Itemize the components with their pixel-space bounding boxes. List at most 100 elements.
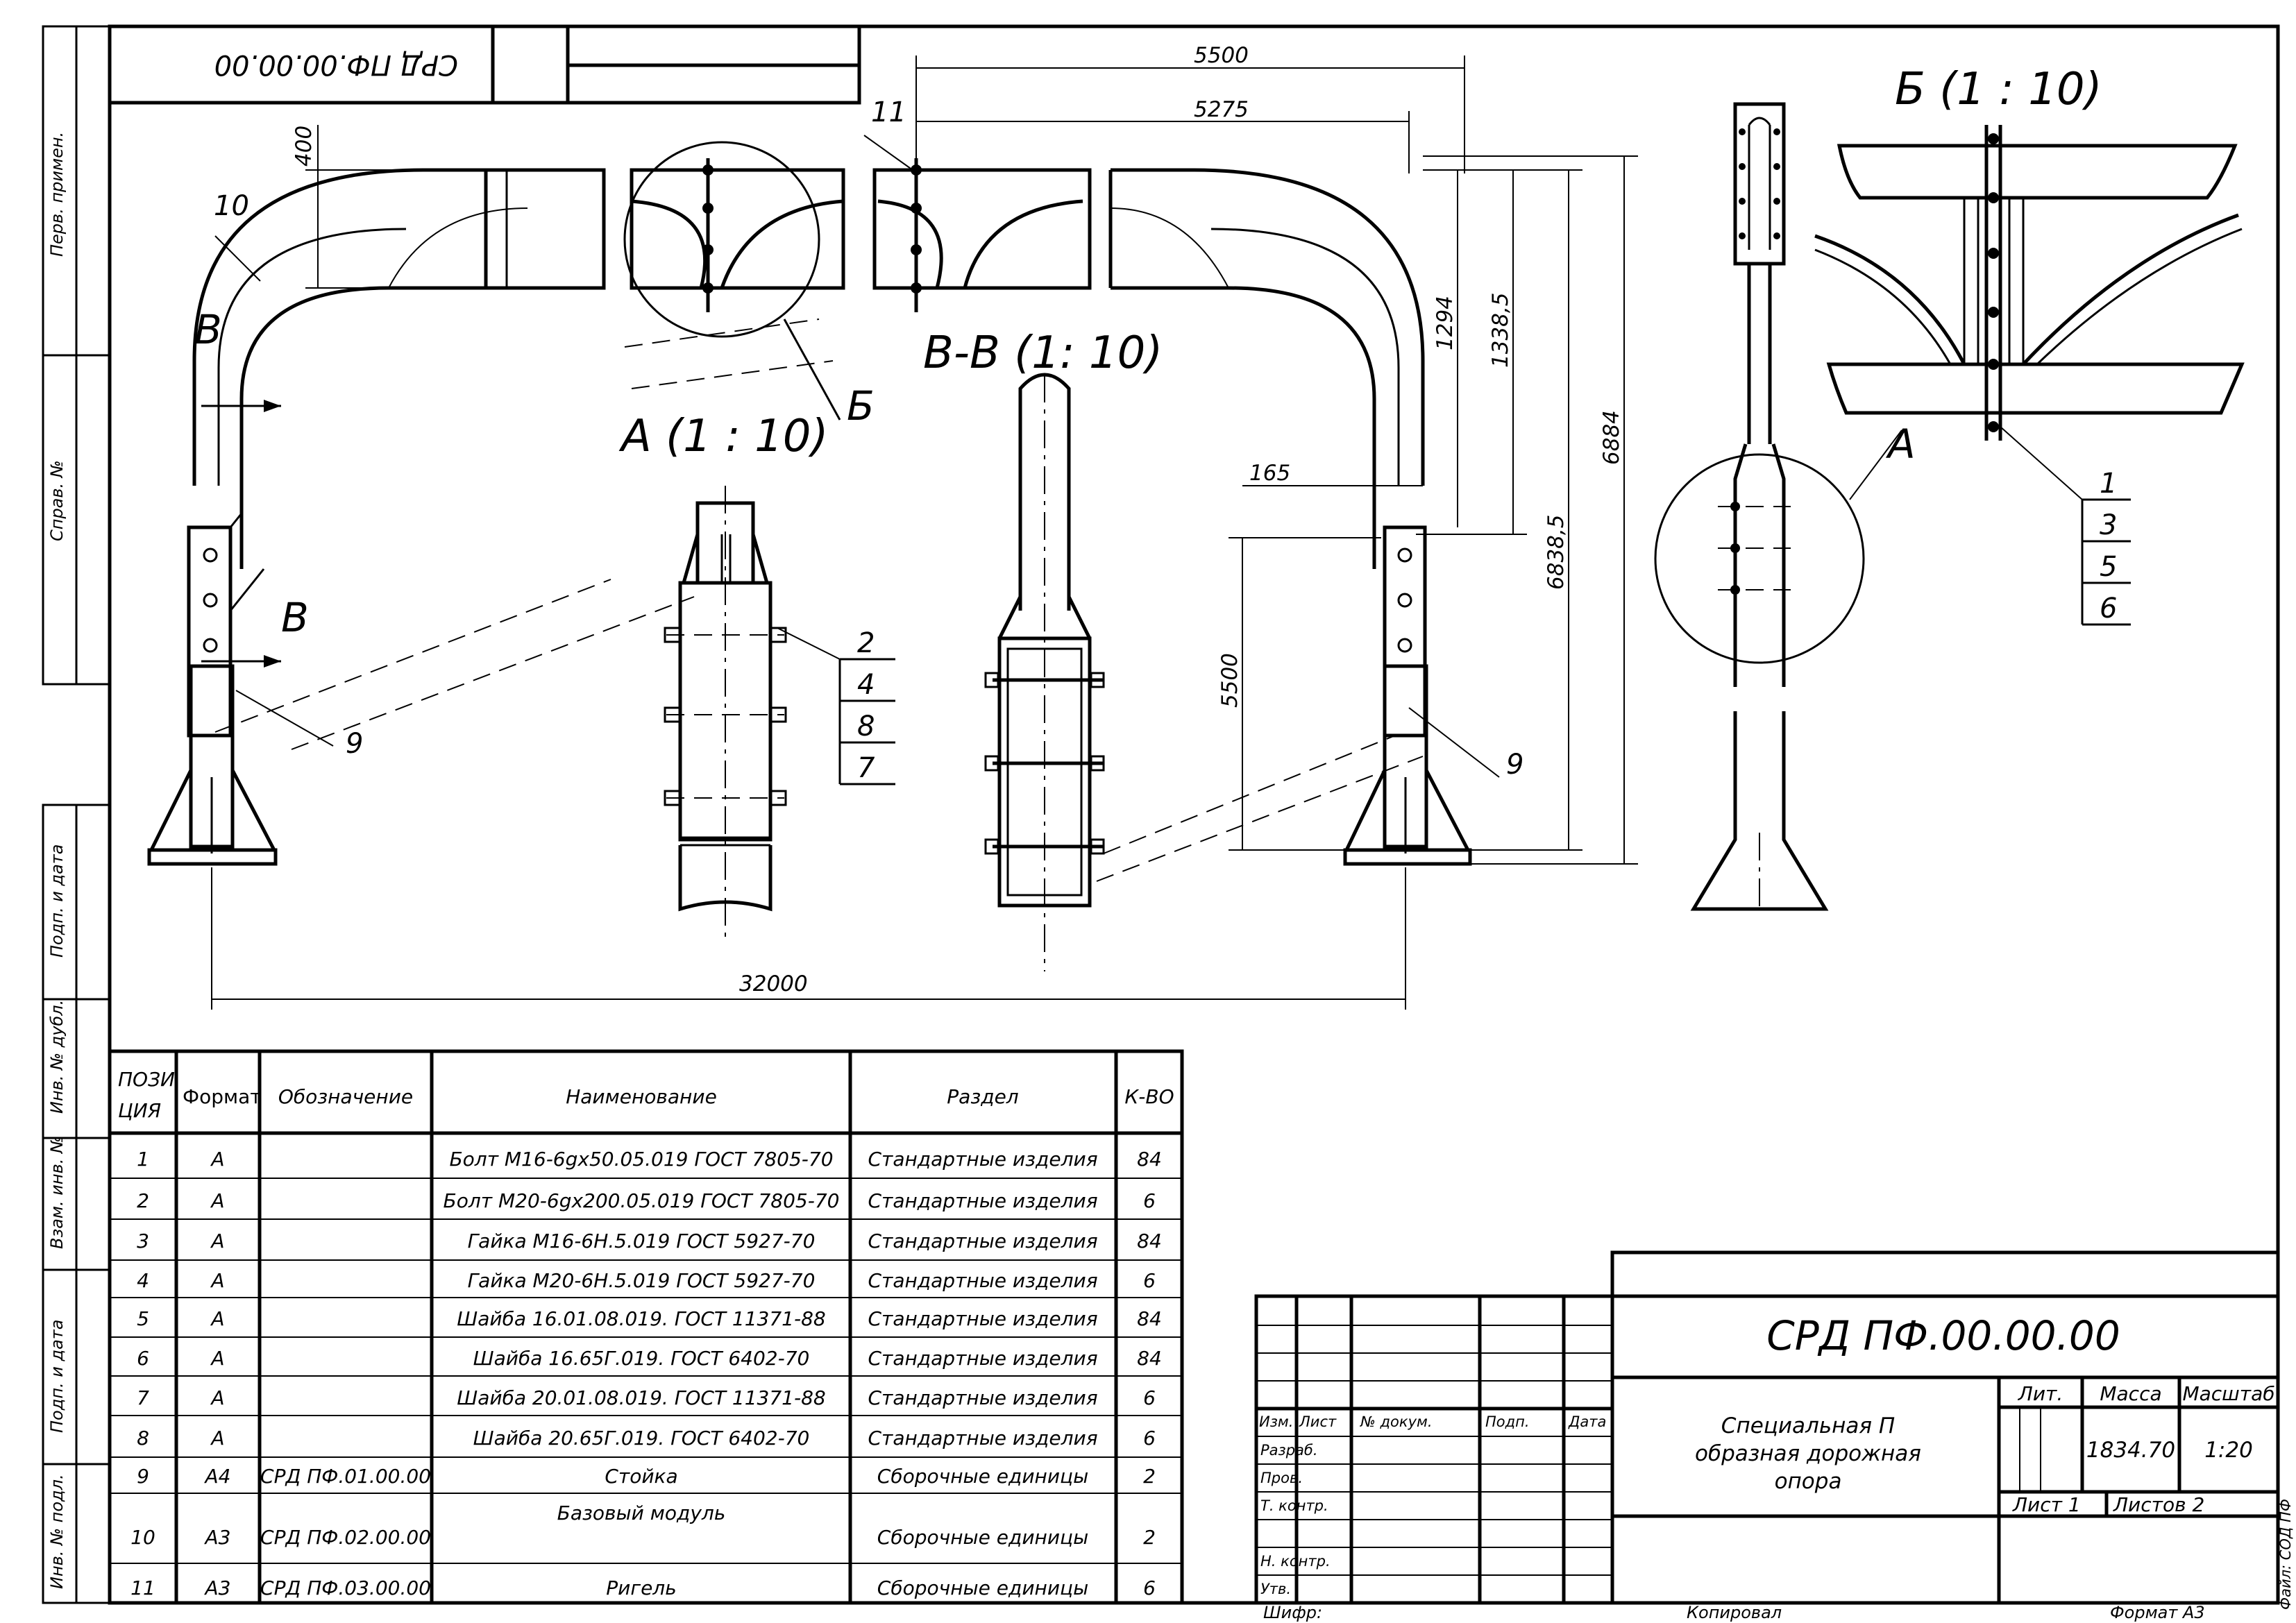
title-tkontr: Т. контр. — [1260, 1497, 1328, 1514]
view-b-pos-3: 3 — [2100, 509, 2117, 541]
title-lit-label: Лит. — [2018, 1382, 2063, 1405]
side-label-sprav: Справ. № — [47, 460, 67, 541]
bom-cell-qty: 6 — [1143, 1269, 1156, 1292]
bom-row: 8 А Шайба 20.65Г.019. ГОСТ 6402-70 Станд… — [137, 1427, 1156, 1450]
view-vv-title: В-В (1: 10) — [923, 328, 1163, 379]
mark-a-label: А — [1885, 420, 1916, 468]
bom-cell-pos: 8 — [137, 1427, 149, 1450]
view-a-pos-4: 4 — [857, 669, 875, 701]
view-b-pos-1: 1 — [2100, 468, 2117, 500]
bom-cell-pos: 7 — [137, 1386, 149, 1409]
bom-row: 3 А Гайка М16-6Н.5.019 ГОСТ 5927-70 Стан… — [137, 1230, 1162, 1252]
dim-5500-top: 5500 — [1194, 43, 1249, 68]
pos-9-right: 9 — [1506, 749, 1523, 781]
dim-400: 400 — [292, 126, 316, 167]
footer-format: Формат А3 — [2110, 1603, 2205, 1622]
title-name-1: Специальная П — [1721, 1413, 1895, 1438]
bom-header-pos-1: ПОЗИ — [118, 1068, 175, 1091]
bom-cell-section: Сборочные единицы — [877, 1526, 1088, 1549]
bom-row: 11 А3 СРД ПФ.03.00.00 Ригель Сборочные е… — [130, 1577, 1156, 1599]
bom-cell-section: Стандартные изделия — [868, 1230, 1097, 1252]
bom-cell-qty: 2 — [1143, 1526, 1156, 1549]
bom-header-pos-2: ЦИЯ — [118, 1099, 161, 1122]
title-code: СРД ПФ.00.00.00 — [1766, 1312, 2120, 1359]
bom-cell-name: Шайба 20.65Г.019. ГОСТ 6402-70 — [473, 1427, 810, 1450]
title-file: Файл: СОД ПФ — [2277, 1499, 2294, 1610]
bom-row: 10 А3 СРД ПФ.02.00.00 Базовый модуль Сбо… — [130, 1502, 1156, 1549]
title-mass-value: 1834.70 — [2086, 1438, 2175, 1463]
bom-cell-pos: 10 — [130, 1526, 155, 1549]
view-b-pos-6: 6 — [2100, 593, 2117, 624]
side-label-podp2: Подп. и дата — [47, 1320, 67, 1434]
bom-row: 9 А4 СРД ПФ.01.00.00 Стойка Сборочные ед… — [137, 1465, 1156, 1488]
bom-cell-section: Стандартные изделия — [868, 1307, 1097, 1330]
pos-11: 11 — [871, 96, 906, 128]
bom-cell-section: Стандартные изделия — [868, 1189, 1097, 1212]
bom-header-section: Раздел — [947, 1085, 1019, 1108]
mark-b-label: Б — [847, 382, 875, 430]
bom-cell-name: Ригель — [606, 1577, 676, 1599]
bom-cell-format: А — [210, 1148, 224, 1171]
bom-cell-section: Стандартные изделия — [868, 1269, 1097, 1292]
view-a-title: А (1 : 10) — [618, 411, 828, 462]
title-razrab: Разраб. — [1260, 1442, 1318, 1459]
bom-cell-name: Шайба 16.65Г.019. ГОСТ 6402-70 — [473, 1347, 810, 1370]
top-stamp — [108, 24, 861, 105]
bom-row: 2 А Болт М20-6gx200.05.019 ГОСТ 7805-70 … — [137, 1189, 1156, 1212]
title-sheets: Листов 2 — [2113, 1493, 2204, 1516]
bom-cell-qty: 6 — [1143, 1427, 1156, 1450]
top-stamp-code: СРД ПФ.00.00.00 — [214, 49, 458, 80]
bom-rows: 1 А Болт М16-6gx50.05.019 ГОСТ 7805-70 С… — [130, 1148, 1162, 1599]
dimension-lines — [211, 56, 1638, 1010]
side-label-vzam: Взам. инв. № — [47, 1136, 67, 1249]
bom-header-designation: Обозначение — [278, 1085, 413, 1108]
bom-cell-pos: 6 — [137, 1347, 149, 1370]
bom-cell-qty: 6 — [1143, 1189, 1156, 1212]
bom-cell-pos: 11 — [130, 1577, 155, 1599]
footer-cipher: Шифр: — [1263, 1603, 1322, 1622]
title-mass-label: Масса — [2100, 1382, 2161, 1405]
bom-cell-pos: 2 — [137, 1189, 149, 1212]
bom-cell-pos: 4 — [137, 1269, 149, 1292]
bom-header-qty: К-ВО — [1124, 1085, 1174, 1108]
view-a-pos-7: 7 — [857, 752, 875, 784]
bom-header-format: Формат — [183, 1085, 262, 1108]
side-label-inv-podl: Инв. № подл. — [47, 1474, 67, 1589]
bom-cell-format: А — [210, 1230, 224, 1252]
view-b-title: Б (1 : 10) — [1895, 64, 2102, 115]
section-mark-b-bottom: В — [281, 594, 309, 641]
pos-10: 10 — [214, 190, 249, 222]
column-side-view — [1654, 102, 1902, 911]
bom-cell-name: Базовый модуль — [557, 1502, 726, 1524]
title-col-list: Лист — [1299, 1413, 1337, 1430]
bom-cell-name: Болт М20-6gx200.05.019 ГОСТ 7805-70 — [444, 1189, 840, 1212]
bom-cell-section: Стандартные изделия — [868, 1347, 1097, 1370]
title-name-3: опора — [1775, 1469, 1842, 1494]
bom-cell-format: А — [210, 1386, 224, 1409]
bom-cell-section: Сборочные единицы — [877, 1577, 1088, 1599]
title-col-sign: Подп. — [1485, 1413, 1530, 1430]
beam-segments — [484, 158, 1113, 312]
title-name-2: образная дорожная — [1695, 1441, 1921, 1466]
bom-cell-qty: 84 — [1137, 1230, 1162, 1252]
bom-cell-name: Шайба 20.01.08.019. ГОСТ 11371-88 — [457, 1386, 825, 1409]
title-scale-label: Масштаб — [2182, 1382, 2274, 1405]
bom-cell-designation: СРД ПФ.03.00.00 — [260, 1577, 431, 1599]
bom-cell-name: Болт М16-6gx50.05.019 ГОСТ 7805-70 — [449, 1148, 833, 1171]
bom-cell-name: Стойка — [605, 1465, 677, 1488]
title-col-date: Дата — [1568, 1413, 1606, 1430]
bom-row: 6 А Шайба 16.65Г.019. ГОСТ 6402-70 Станд… — [137, 1347, 1162, 1370]
title-block — [1254, 1250, 2280, 1605]
bom-row: 7 А Шайба 20.01.08.019. ГОСТ 11371-88 Ст… — [137, 1386, 1156, 1409]
title-col-izm: Изм. — [1259, 1413, 1293, 1430]
section-mark-b-top: В — [194, 306, 222, 353]
dim-165: 165 — [1249, 461, 1290, 486]
bom-row: 5 А Шайба 16.01.08.019. ГОСТ 11371-88 Ст… — [137, 1307, 1162, 1330]
bom-header-name: Наименование — [566, 1085, 717, 1108]
bom-cell-format: А — [210, 1307, 224, 1330]
title-nkontr: Н. контр. — [1260, 1553, 1331, 1570]
bom-cell-qty: 84 — [1137, 1307, 1162, 1330]
bom-cell-format: А3 — [204, 1577, 231, 1599]
bom-cell-format: А — [210, 1427, 224, 1450]
